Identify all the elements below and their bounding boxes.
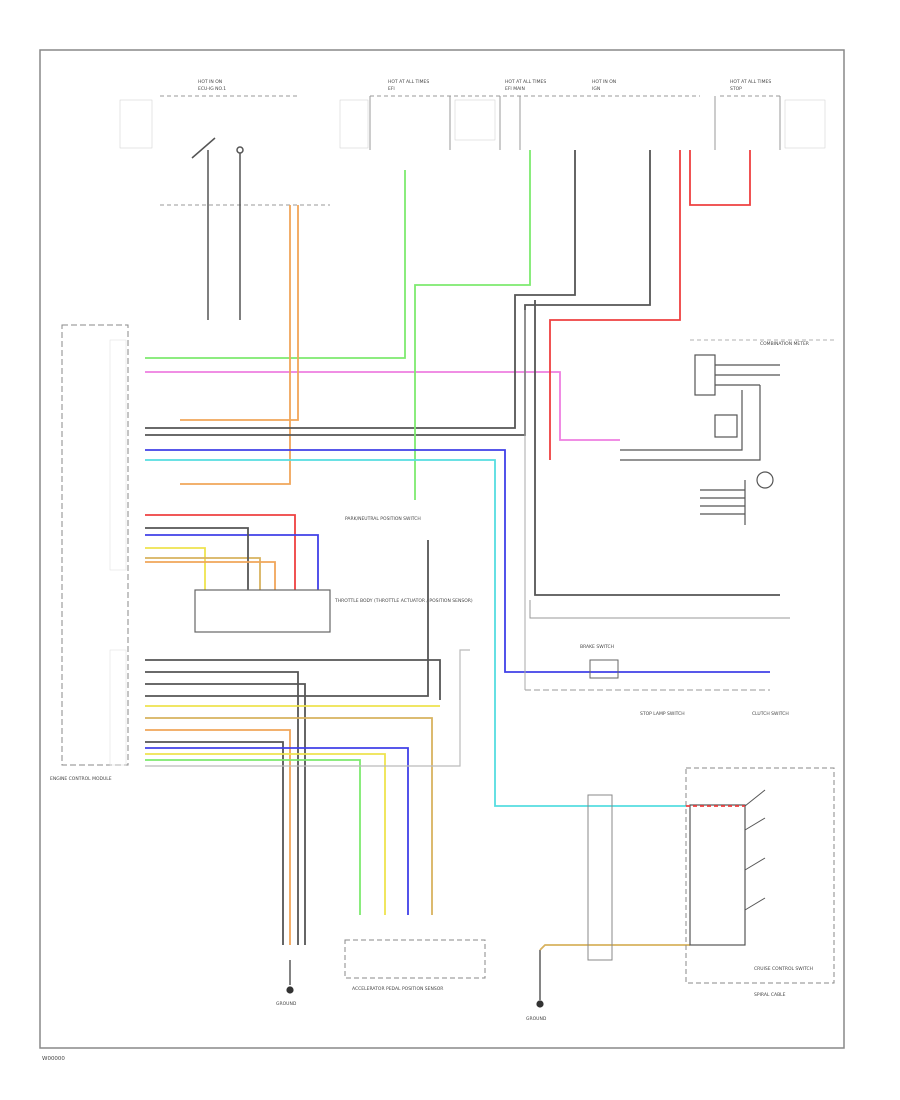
- wire-gray-low-2: [145, 671, 299, 945]
- wire-red: [549, 150, 681, 460]
- fuse-3-title: HOT AT ALL TIMES: [505, 79, 546, 85]
- ground-c-label: GROUND: [526, 1016, 547, 1022]
- wire-blue-1: [145, 449, 770, 673]
- ground-a: [286, 960, 294, 994]
- ground-c: [536, 950, 544, 1008]
- wire-gray-1: [145, 150, 576, 429]
- wire-gray-low-4: [145, 741, 284, 945]
- wire-light-low: [145, 649, 470, 767]
- top-text-blocks: [119, 99, 826, 149]
- ground-a-label: GROUND: [276, 1001, 297, 1007]
- wire-green-2: [414, 150, 531, 500]
- wire-orange-tb: [145, 561, 276, 590]
- wire-orange-2: [180, 205, 299, 421]
- ecm-pin-labels: [109, 339, 127, 766]
- wire-gray-low-1: [145, 659, 441, 700]
- engine-ecm-label: ENGINE CONTROL MODULE: [50, 776, 112, 782]
- fuse-1-title: HOT IN ON: [198, 79, 222, 85]
- wire-green: [145, 170, 406, 359]
- left-top-wires: [191, 137, 244, 320]
- combination-meter-lines: [620, 364, 780, 525]
- wire-black-low: [145, 540, 429, 697]
- stop-lamp-switch-label: STOP LAMP SWITCH: [640, 711, 685, 717]
- wire-orange-1: [180, 205, 291, 485]
- wire-tan-tb: [145, 557, 261, 590]
- wire-tan-ground: [539, 944, 690, 951]
- combination-meter-bracket: [694, 354, 716, 396]
- wire-yellow-tb: [145, 547, 206, 590]
- top-fuse-labels: HOT IN ON ECU-IG NO.1 HOT AT ALL TIMES E…: [198, 79, 771, 92]
- fuse-3-name: EFI MAIN: [505, 86, 525, 92]
- accelerator-pedal-label: ACCELERATOR PEDAL POSITION SENSOR: [352, 986, 443, 992]
- top-bus-lines: [160, 95, 781, 206]
- wire-blue-tb: [145, 534, 319, 590]
- figure-code: W00000: [42, 1056, 65, 1062]
- cruise-switch-label: CRUISE CONTROL SWITCH: [754, 966, 813, 972]
- wire-tan-low: [145, 717, 433, 915]
- engine-ecm-box: [61, 324, 129, 766]
- wire-yellow-low-2: [145, 753, 386, 915]
- cruise-switch-inner: [689, 804, 746, 946]
- throttle-body-label: THROTTLE BODY (THROTTLE ACTUATOR / POSIT…: [334, 598, 473, 604]
- throttle-body-box: [194, 589, 331, 633]
- brake-switch-box: [589, 659, 619, 679]
- wire-orange-low: [145, 729, 291, 945]
- fuse-1-name: ECU-IG NO.1: [198, 86, 226, 92]
- wire-blue-low: [145, 747, 409, 915]
- fuse-5-name: STOP: [730, 86, 742, 92]
- brake-switch-label: BRAKE SWITCH: [580, 644, 614, 650]
- spiral-cable-box: [587, 794, 613, 961]
- wire-black-right-1: [534, 300, 780, 596]
- fuse-4-name: IGN: [592, 86, 600, 92]
- clutch-switch-label: CLUTCH SWITCH: [752, 711, 789, 717]
- wire-gray-low-3: [145, 683, 306, 945]
- wire-green-low: [145, 759, 361, 915]
- diagram-frame: [39, 49, 845, 1049]
- wire-red-2: [689, 150, 751, 206]
- wire-gray-right-2: [529, 600, 790, 619]
- wire-magenta: [145, 371, 620, 441]
- fuse-4-title: HOT IN ON: [592, 79, 616, 85]
- accelerator-pedal-box: [344, 939, 486, 979]
- wire-gray-tb: [145, 527, 249, 590]
- cruise-switch-contacts: [744, 789, 766, 911]
- cruise-switch-box: [685, 767, 835, 984]
- wire-gray-2: [145, 150, 651, 436]
- spiral-cable-label: SPIRAL CABLE: [754, 992, 786, 998]
- wire-cyan: [145, 459, 686, 807]
- fuse-5-title: HOT AT ALL TIMES: [730, 79, 771, 85]
- fuse-2-name: EFI: [388, 86, 395, 92]
- park-neutral-label: PARK/NEUTRAL POSITION SWITCH: [345, 516, 421, 522]
- combination-meter-label: COMBINATION METER: [760, 341, 809, 347]
- wire-red-tb: [145, 514, 296, 590]
- fuse-2-title: HOT AT ALL TIMES: [388, 79, 429, 85]
